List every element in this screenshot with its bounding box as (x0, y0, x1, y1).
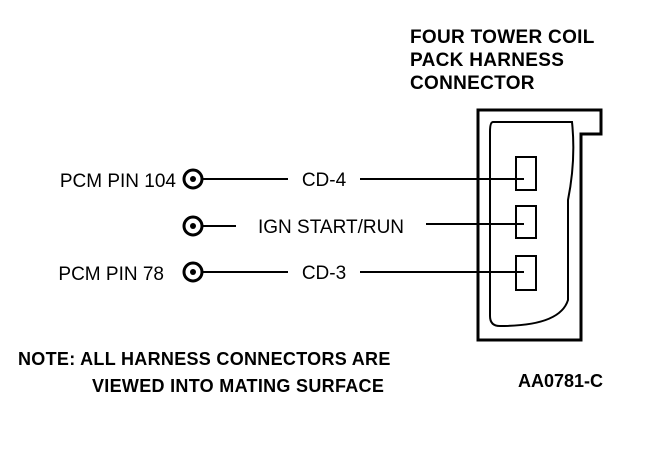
pcm-pin-104-label: PCM PIN 104 (60, 171, 177, 192)
coil-pack-connector (476, 108, 603, 342)
connector-title-line-3: CONNECTOR (410, 73, 535, 94)
circuit-label-ign-start-run: IGN START/RUN (258, 217, 404, 238)
terminal-cavity-ign (515, 205, 537, 239)
note-line-1: NOTE: ALL HARNESS CONNECTORS ARE (18, 349, 391, 369)
connector-title-line-1: FOUR TOWER COIL (410, 27, 595, 48)
terminal-dot-icon (190, 269, 196, 275)
circuit-label-cd4: CD-4 (302, 170, 347, 191)
pcm-pin-78-label: PCM PIN 78 (58, 264, 164, 285)
terminal-dot-icon (190, 223, 196, 229)
terminal-dot-icon (190, 176, 196, 182)
note-line-2: VIEWED INTO MATING SURFACE (92, 376, 384, 396)
connector-inner-shell (489, 121, 575, 328)
connector-outer-shell (476, 108, 603, 342)
circuit-label-cd3: CD-3 (302, 263, 346, 284)
figure-reference-code: AA0781-C (518, 371, 603, 391)
terminal-cavity-cd4 (515, 156, 537, 191)
circuit-cd3: PCM PIN 78 CD-3 (58, 261, 524, 285)
connector-title-line-2: PACK HARNESS (410, 50, 564, 71)
circuit-ign-start-run: IGN START/RUN (182, 215, 524, 238)
circuit-cd4: PCM PIN 104 CD-4 (60, 168, 524, 192)
